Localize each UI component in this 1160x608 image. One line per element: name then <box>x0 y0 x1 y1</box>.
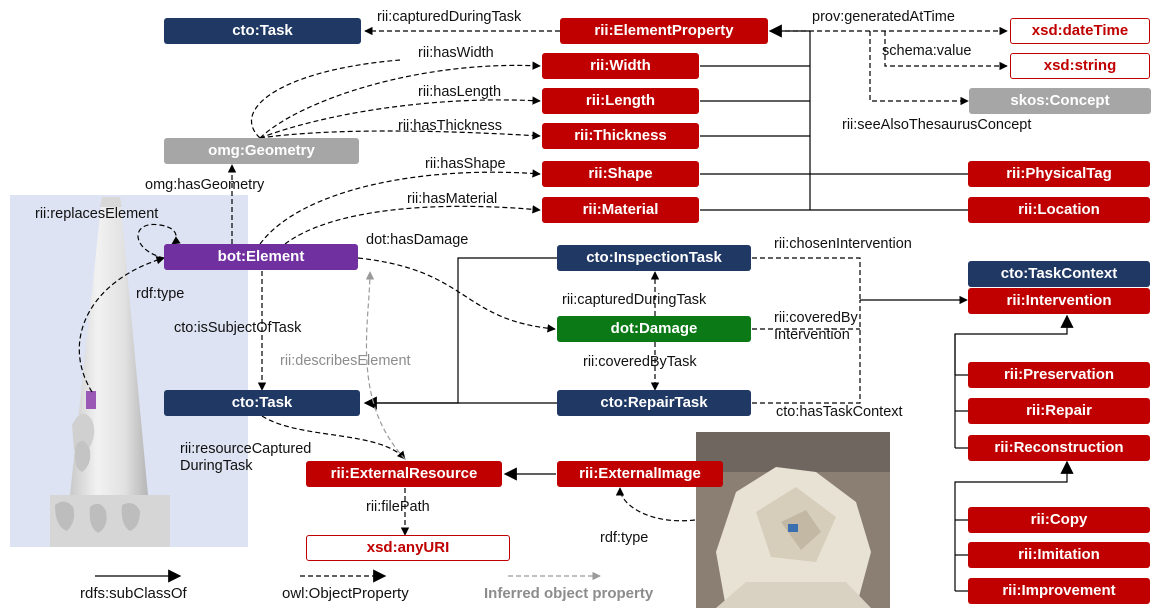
node-xsd-datetime: xsd:dateTime <box>1010 18 1150 44</box>
legend-inferred: Inferred object property <box>484 585 654 602</box>
label-has-material: rii:hasMaterial <box>407 191 498 207</box>
node-task-context: cto:TaskContext <box>968 261 1150 287</box>
node-bot-element: bot:Element <box>164 244 358 270</box>
legend-object-property: owl:ObjectProperty <box>282 585 409 602</box>
node-skos-concept: skos:Concept <box>969 88 1151 114</box>
label-has-width: rii:hasWidth <box>418 45 494 61</box>
node-external-image: rii:ExternalImage <box>557 461 723 487</box>
label-resource-captured: rii:resourceCaptured DuringTask <box>180 441 312 474</box>
node-imitation: rii:Imitation <box>968 542 1150 568</box>
label-replaces-element: rii:replacesElement <box>35 206 159 222</box>
label-describes-element: rii:describesElement <box>280 353 411 369</box>
label-chosen-intervention: rii:chosenIntervention <box>774 236 912 252</box>
label-prov-generated-at-time: prov:generatedAtTime <box>812 9 955 25</box>
node-inspection-task: cto:InspectionTask <box>557 245 751 271</box>
label-captured-during-task-mid: rii:capturedDuringTask <box>562 292 707 308</box>
label-rdf-type-left: rdf:type <box>136 286 185 302</box>
monument-illustration <box>50 197 170 547</box>
label-schema-value: schema:value <box>882 43 972 59</box>
node-material: rii:Material <box>542 197 699 223</box>
node-omg-geometry: omg:Geometry <box>164 138 359 164</box>
node-intervention: rii:Intervention <box>968 288 1150 314</box>
node-external-resource: rii:ExternalResource <box>306 461 502 487</box>
node-repair: rii:Repair <box>968 398 1150 424</box>
external-image-photo <box>696 432 890 608</box>
label-has-shape: rii:hasShape <box>425 156 506 172</box>
node-xsd-anyuri: xsd:anyURI <box>306 535 510 561</box>
node-physical-tag: rii:PhysicalTag <box>968 161 1150 187</box>
node-improvement: rii:Improvement <box>968 578 1150 604</box>
label-omg-has-geometry: omg:hasGeometry <box>145 177 265 193</box>
label-rdf-type-right: rdf:type <box>600 530 649 546</box>
node-length: rii:Length <box>542 88 699 114</box>
node-copy: rii:Copy <box>968 507 1150 533</box>
label-covered-by-intervention: rii:coveredBy Intervention <box>774 310 858 343</box>
label-has-length: rii:hasLength <box>418 84 502 100</box>
node-location: rii:Location <box>968 197 1150 223</box>
label-is-subject-of-task: cto:isSubjectOfTask <box>174 320 302 336</box>
node-preservation: rii:Preservation <box>968 362 1150 388</box>
label-has-thickness: rii:hasThickness <box>398 118 502 134</box>
highlighted-element <box>86 391 96 409</box>
node-reconstruction: rii:Reconstruction <box>968 435 1150 461</box>
label-covered-by-task: rii:coveredByTask <box>583 354 697 370</box>
label-has-task-context: cto:hasTaskContext <box>776 404 903 420</box>
node-thickness: rii:Thickness <box>542 123 699 149</box>
node-width: rii:Width <box>542 53 699 79</box>
node-xsd-string: xsd:string <box>1010 53 1150 79</box>
node-cto-task: cto:Task <box>164 390 360 416</box>
node-repair-task: cto:RepairTask <box>557 390 751 416</box>
label-dot-has-damage: dot:hasDamage <box>366 232 469 248</box>
label-captured-during-task-top: rii:capturedDuringTask <box>377 9 522 25</box>
node-element-property: rii:ElementProperty <box>560 18 768 44</box>
node-shape: rii:Shape <box>542 161 699 187</box>
label-see-also-thesaurus: rii:seeAlsoThesaurusConcept <box>842 117 1032 133</box>
label-file-path: rii:filePath <box>366 499 430 515</box>
node-cto-task-top: cto:Task <box>164 18 361 44</box>
legend-subclass-of: rdfs:subClassOf <box>80 585 187 602</box>
node-dot-damage: dot:Damage <box>557 316 751 342</box>
